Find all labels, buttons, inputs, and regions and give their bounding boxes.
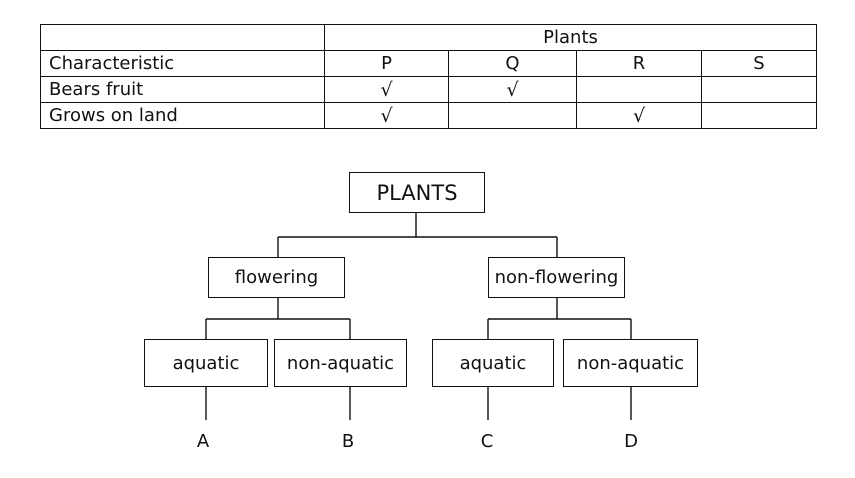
row-label-bears-fruit: Bears fruit xyxy=(40,76,325,103)
cell-grows-on-land-s xyxy=(700,102,818,129)
cell-grows-on-land-r: √ xyxy=(576,102,702,129)
cell-bears-fruit-p: √ xyxy=(324,76,449,103)
row-label-grows-on-land: Grows on land xyxy=(40,102,325,129)
table-row: Grows on land √ √ xyxy=(40,102,818,129)
node-plants: PLANTS xyxy=(349,172,485,213)
leaf-label-a: A xyxy=(196,431,210,452)
node-flowering: flowering xyxy=(208,257,345,298)
node-aquatic-non-flowering: aquatic xyxy=(432,339,554,387)
plants-characteristics-table: Plants Characteristic P Q R S Bears frui… xyxy=(40,24,818,129)
leaf-label-c: C xyxy=(480,431,494,452)
cell-bears-fruit-s xyxy=(700,76,818,103)
node-non-aquatic-flowering: non-aquatic xyxy=(274,339,407,387)
leaf-label-b: B xyxy=(341,431,355,452)
column-header-s: S xyxy=(700,50,818,77)
node-aquatic-flowering: aquatic xyxy=(144,339,268,387)
cell-grows-on-land-p: √ xyxy=(324,102,449,129)
column-header-p: P xyxy=(324,50,449,77)
leaf-label-d: D xyxy=(624,431,638,452)
column-header-r: R xyxy=(576,50,702,77)
node-non-aquatic-non-flowering: non-aquatic xyxy=(563,339,698,387)
cell-grows-on-land-q xyxy=(448,102,577,129)
node-non-flowering: non-flowering xyxy=(488,257,625,298)
